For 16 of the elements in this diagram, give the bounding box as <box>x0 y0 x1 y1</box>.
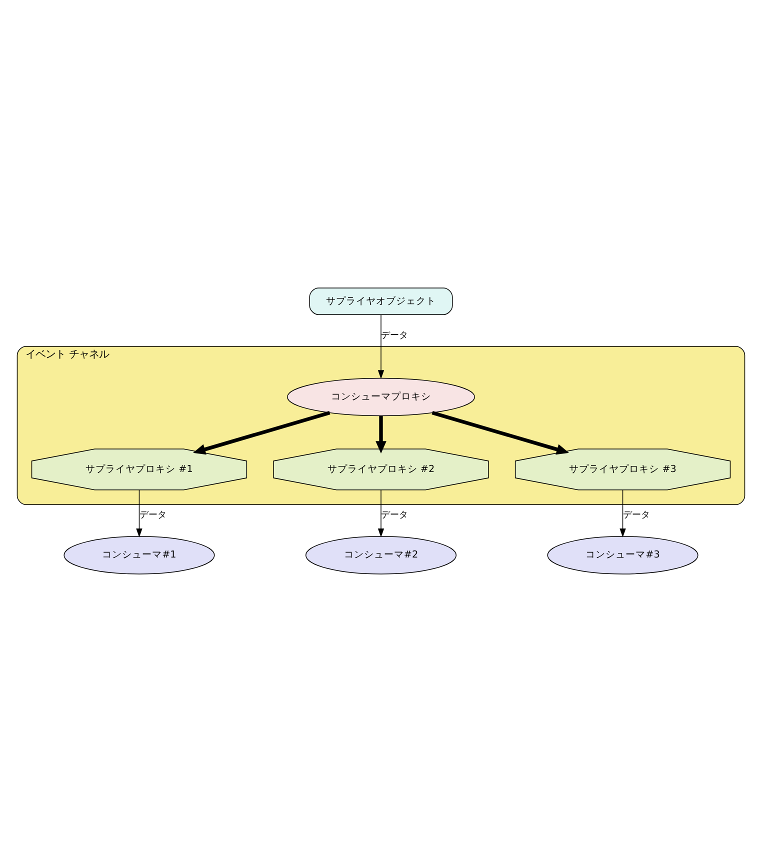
edge-label: データ <box>622 510 650 520</box>
edge-label: データ <box>381 510 408 520</box>
arrow <box>378 314 384 379</box>
arrow <box>136 489 142 537</box>
arrow <box>378 489 384 537</box>
node-box: サプライヤオブジェクト <box>309 287 453 314</box>
edge-label: データ <box>381 330 408 340</box>
arrow <box>432 410 569 454</box>
node-ellipse: コンシューマ#3 <box>547 536 698 574</box>
node-ellipse: コンシューマ#1 <box>64 536 215 574</box>
arrow <box>376 415 386 453</box>
arrow <box>620 489 626 537</box>
arrow <box>193 410 330 454</box>
node-ellipse: コンシューマプロキシ <box>287 377 475 416</box>
node-ellipse: コンシューマ#2 <box>305 536 457 574</box>
edge-label: データ <box>139 510 166 520</box>
